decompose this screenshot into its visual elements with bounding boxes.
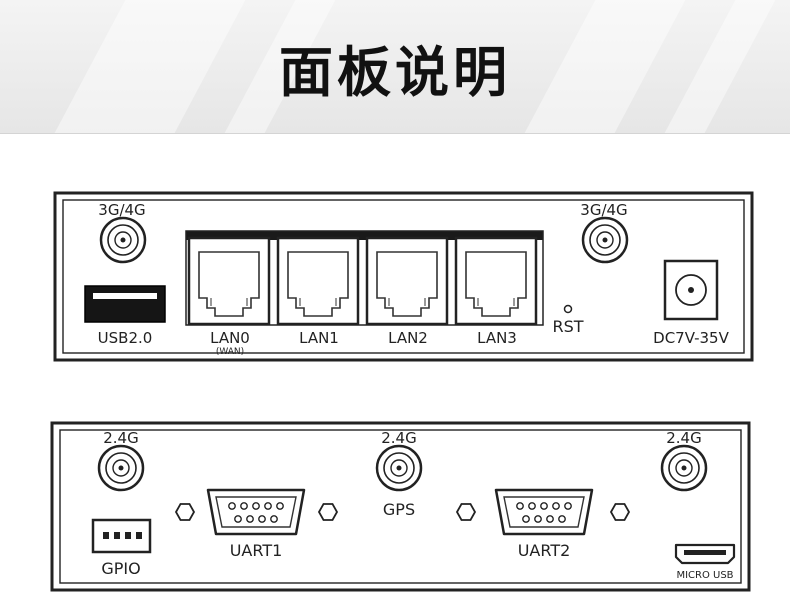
db9-port-icon bbox=[494, 488, 594, 536]
usb-label: USB2.0 bbox=[98, 329, 153, 347]
power-label: DC7V-35V bbox=[653, 329, 729, 347]
micro-usb-label: MICRO USB bbox=[676, 570, 733, 581]
usb-port-icon bbox=[84, 285, 166, 323]
antenna-connector-icon bbox=[660, 444, 708, 492]
db9-port-icon bbox=[206, 488, 306, 536]
hex-standoff-icon bbox=[610, 503, 630, 521]
front-panel: 3G/4G 3G/4G USB2.0 LAN0 (WAN) LAN1 LAN2 … bbox=[53, 191, 754, 362]
lan0-sublabel: (WAN) bbox=[216, 347, 244, 357]
micro-usb-port-icon bbox=[674, 543, 736, 565]
hex-standoff-icon bbox=[318, 503, 338, 521]
gpio-header-icon bbox=[91, 518, 152, 554]
antenna-connector-icon bbox=[99, 216, 147, 264]
lan3-label: LAN3 bbox=[477, 329, 517, 347]
lan2-label: LAN2 bbox=[388, 329, 428, 347]
back-antenna-right-label: 2.4G bbox=[666, 429, 701, 447]
gpio-label: GPIO bbox=[101, 559, 140, 578]
rj45-port-icon bbox=[365, 236, 449, 326]
antenna-connector-icon bbox=[375, 444, 423, 492]
hex-standoff-icon bbox=[456, 503, 476, 521]
page-title: 面板说明 bbox=[279, 41, 511, 104]
dc-power-jack-icon bbox=[663, 259, 719, 321]
antenna-connector-icon bbox=[581, 216, 629, 264]
lan-block-top-bar bbox=[186, 231, 543, 240]
antenna-connector-icon bbox=[97, 444, 145, 492]
front-antenna-left-label: 3G/4G bbox=[98, 201, 145, 219]
lan1-label: LAN1 bbox=[299, 329, 339, 347]
back-antenna-center-label: 2.4G bbox=[381, 429, 416, 447]
gps-label: GPS bbox=[383, 500, 415, 519]
lan0-label: LAN0 bbox=[210, 329, 250, 347]
front-antenna-right-label: 3G/4G bbox=[580, 201, 627, 219]
reset-hole-icon bbox=[563, 304, 573, 314]
uart2-label: UART2 bbox=[518, 541, 571, 560]
reset-label: RST bbox=[552, 317, 583, 336]
uart1-label: UART1 bbox=[230, 541, 283, 560]
hex-standoff-icon bbox=[175, 503, 195, 521]
header-banner: 面板说明 bbox=[0, 0, 790, 134]
rj45-port-icon bbox=[276, 236, 360, 326]
back-panel: 2.4G 2.4G GPS 2.4G GPIO UART1 UART2 bbox=[50, 421, 751, 592]
back-antenna-left-label: 2.4G bbox=[103, 429, 138, 447]
rj45-port-icon bbox=[187, 236, 271, 326]
rj45-port-icon bbox=[454, 236, 538, 326]
